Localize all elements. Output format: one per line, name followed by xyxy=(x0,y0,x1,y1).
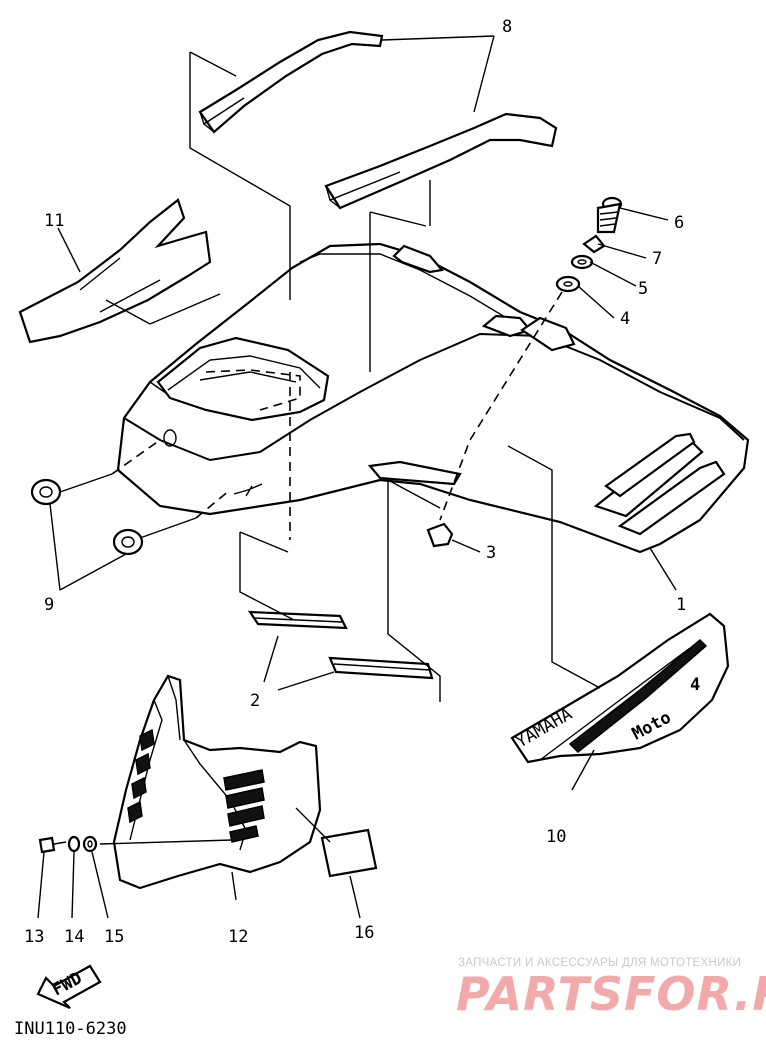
callout-8: 8 xyxy=(502,17,512,37)
part-1-front-fender-body xyxy=(116,242,750,554)
callout-11: 11 xyxy=(44,211,64,231)
watermark-logo: PARTSFOR.RU xyxy=(456,967,766,1021)
callout-12: 12 xyxy=(228,927,248,947)
callout-9: 9 xyxy=(44,595,54,615)
part-16-label xyxy=(320,828,378,878)
callout-1: 1 xyxy=(676,595,686,615)
leader-lines xyxy=(37,35,677,919)
fwd-arrow-icon: FWD xyxy=(36,964,102,1010)
part-10-emblem-decal: YAMAHA Moto 4 xyxy=(510,612,730,764)
watermark: ЗАПЧАСТИ И АКСЕССУАРЫ ДЛЯ МОТОТЕХНИКИ PA… xyxy=(456,957,766,1021)
fasteners xyxy=(30,196,623,854)
drawing-code: INU110-6230 xyxy=(14,1019,127,1039)
callout-14: 14 xyxy=(64,927,84,947)
callout-16: 16 xyxy=(354,923,374,943)
callout-7: 7 xyxy=(652,249,662,269)
callout-6: 6 xyxy=(674,213,684,233)
part-11-side-decal xyxy=(18,198,212,344)
part-2-strips xyxy=(247,610,434,680)
callout-labels: 8 11 6 7 5 4 3 9 1 2 10 13 14 15 12 16 xyxy=(24,17,686,947)
callout-4: 4 xyxy=(620,309,630,329)
callout-2: 2 xyxy=(250,691,260,711)
callout-5: 5 xyxy=(638,279,648,299)
callout-10: 10 xyxy=(546,827,566,847)
callout-13: 13 xyxy=(24,927,44,947)
callout-3: 3 xyxy=(486,543,496,563)
callout-15: 15 xyxy=(104,927,124,947)
part-12-lower-cover xyxy=(112,674,322,890)
part-8-trim-strips xyxy=(198,30,558,210)
watermark-tagline: ЗАПЧАСТИ И АКСЕССУАРЫ ДЛЯ МОТОТЕХНИКИ xyxy=(458,957,741,969)
emblem-digit: 4 xyxy=(690,675,700,695)
